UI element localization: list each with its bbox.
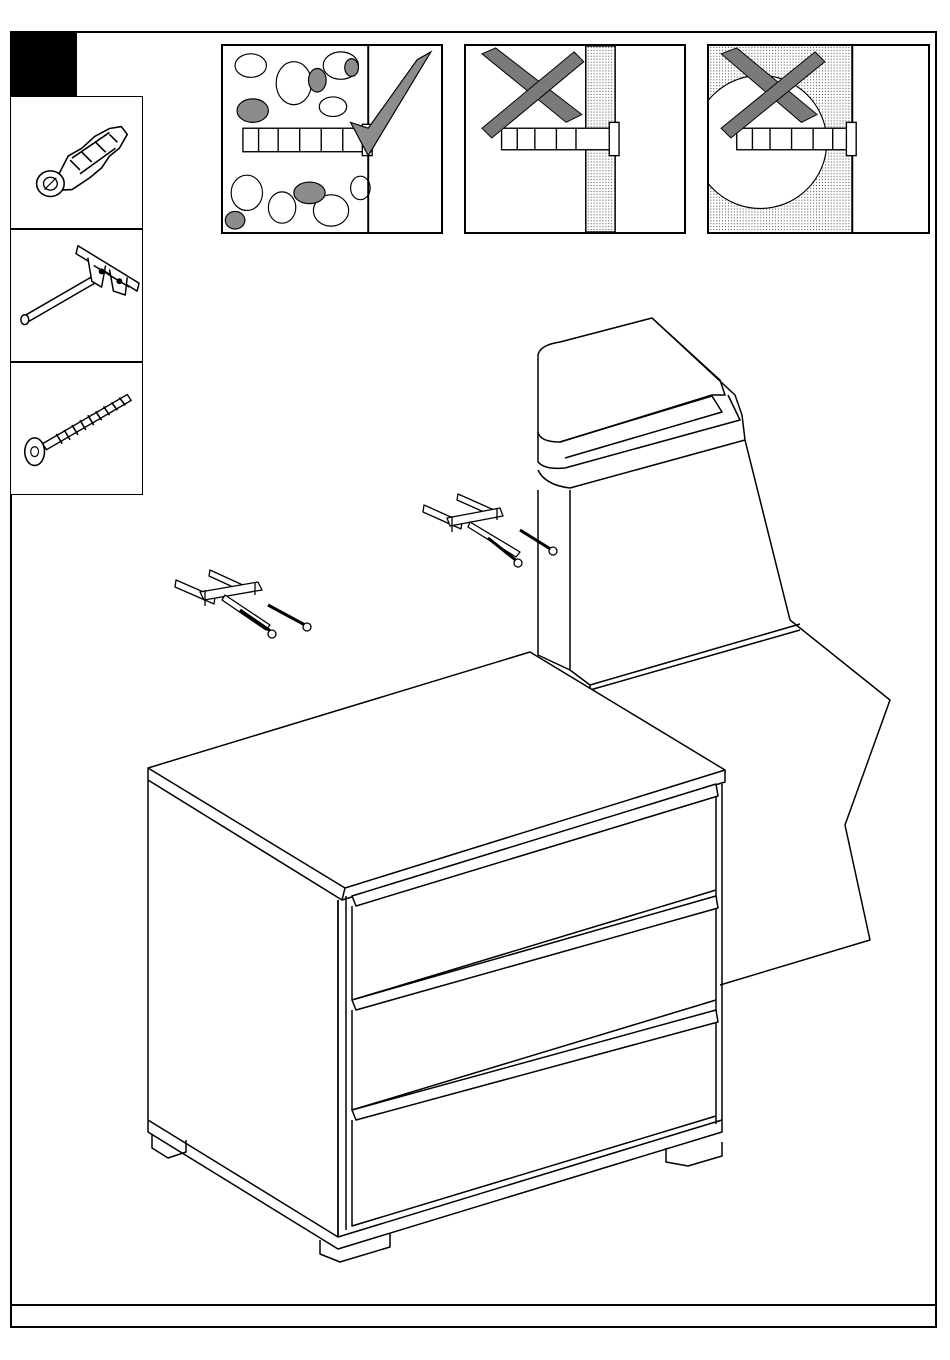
wall-plug-icon bbox=[11, 97, 142, 228]
wall-bracket-icon bbox=[11, 230, 142, 361]
wall-type-solid-panel bbox=[221, 44, 443, 234]
part-wall-plug bbox=[10, 96, 143, 229]
wall-type-hollow-panel bbox=[707, 44, 930, 234]
footer-divider bbox=[10, 1304, 937, 1306]
part-screw bbox=[10, 362, 143, 495]
parts-panel bbox=[10, 96, 143, 495]
hollow-wall-not-ok-illustration bbox=[709, 46, 928, 232]
plasterboard-wall-not-ok-illustration bbox=[466, 46, 684, 232]
screw-icon bbox=[11, 363, 142, 494]
part-wall-bracket bbox=[10, 229, 143, 362]
wall-type-plasterboard-panel bbox=[464, 44, 686, 234]
solid-wall-ok-illustration bbox=[223, 46, 441, 232]
step-number-badge bbox=[10, 31, 77, 98]
